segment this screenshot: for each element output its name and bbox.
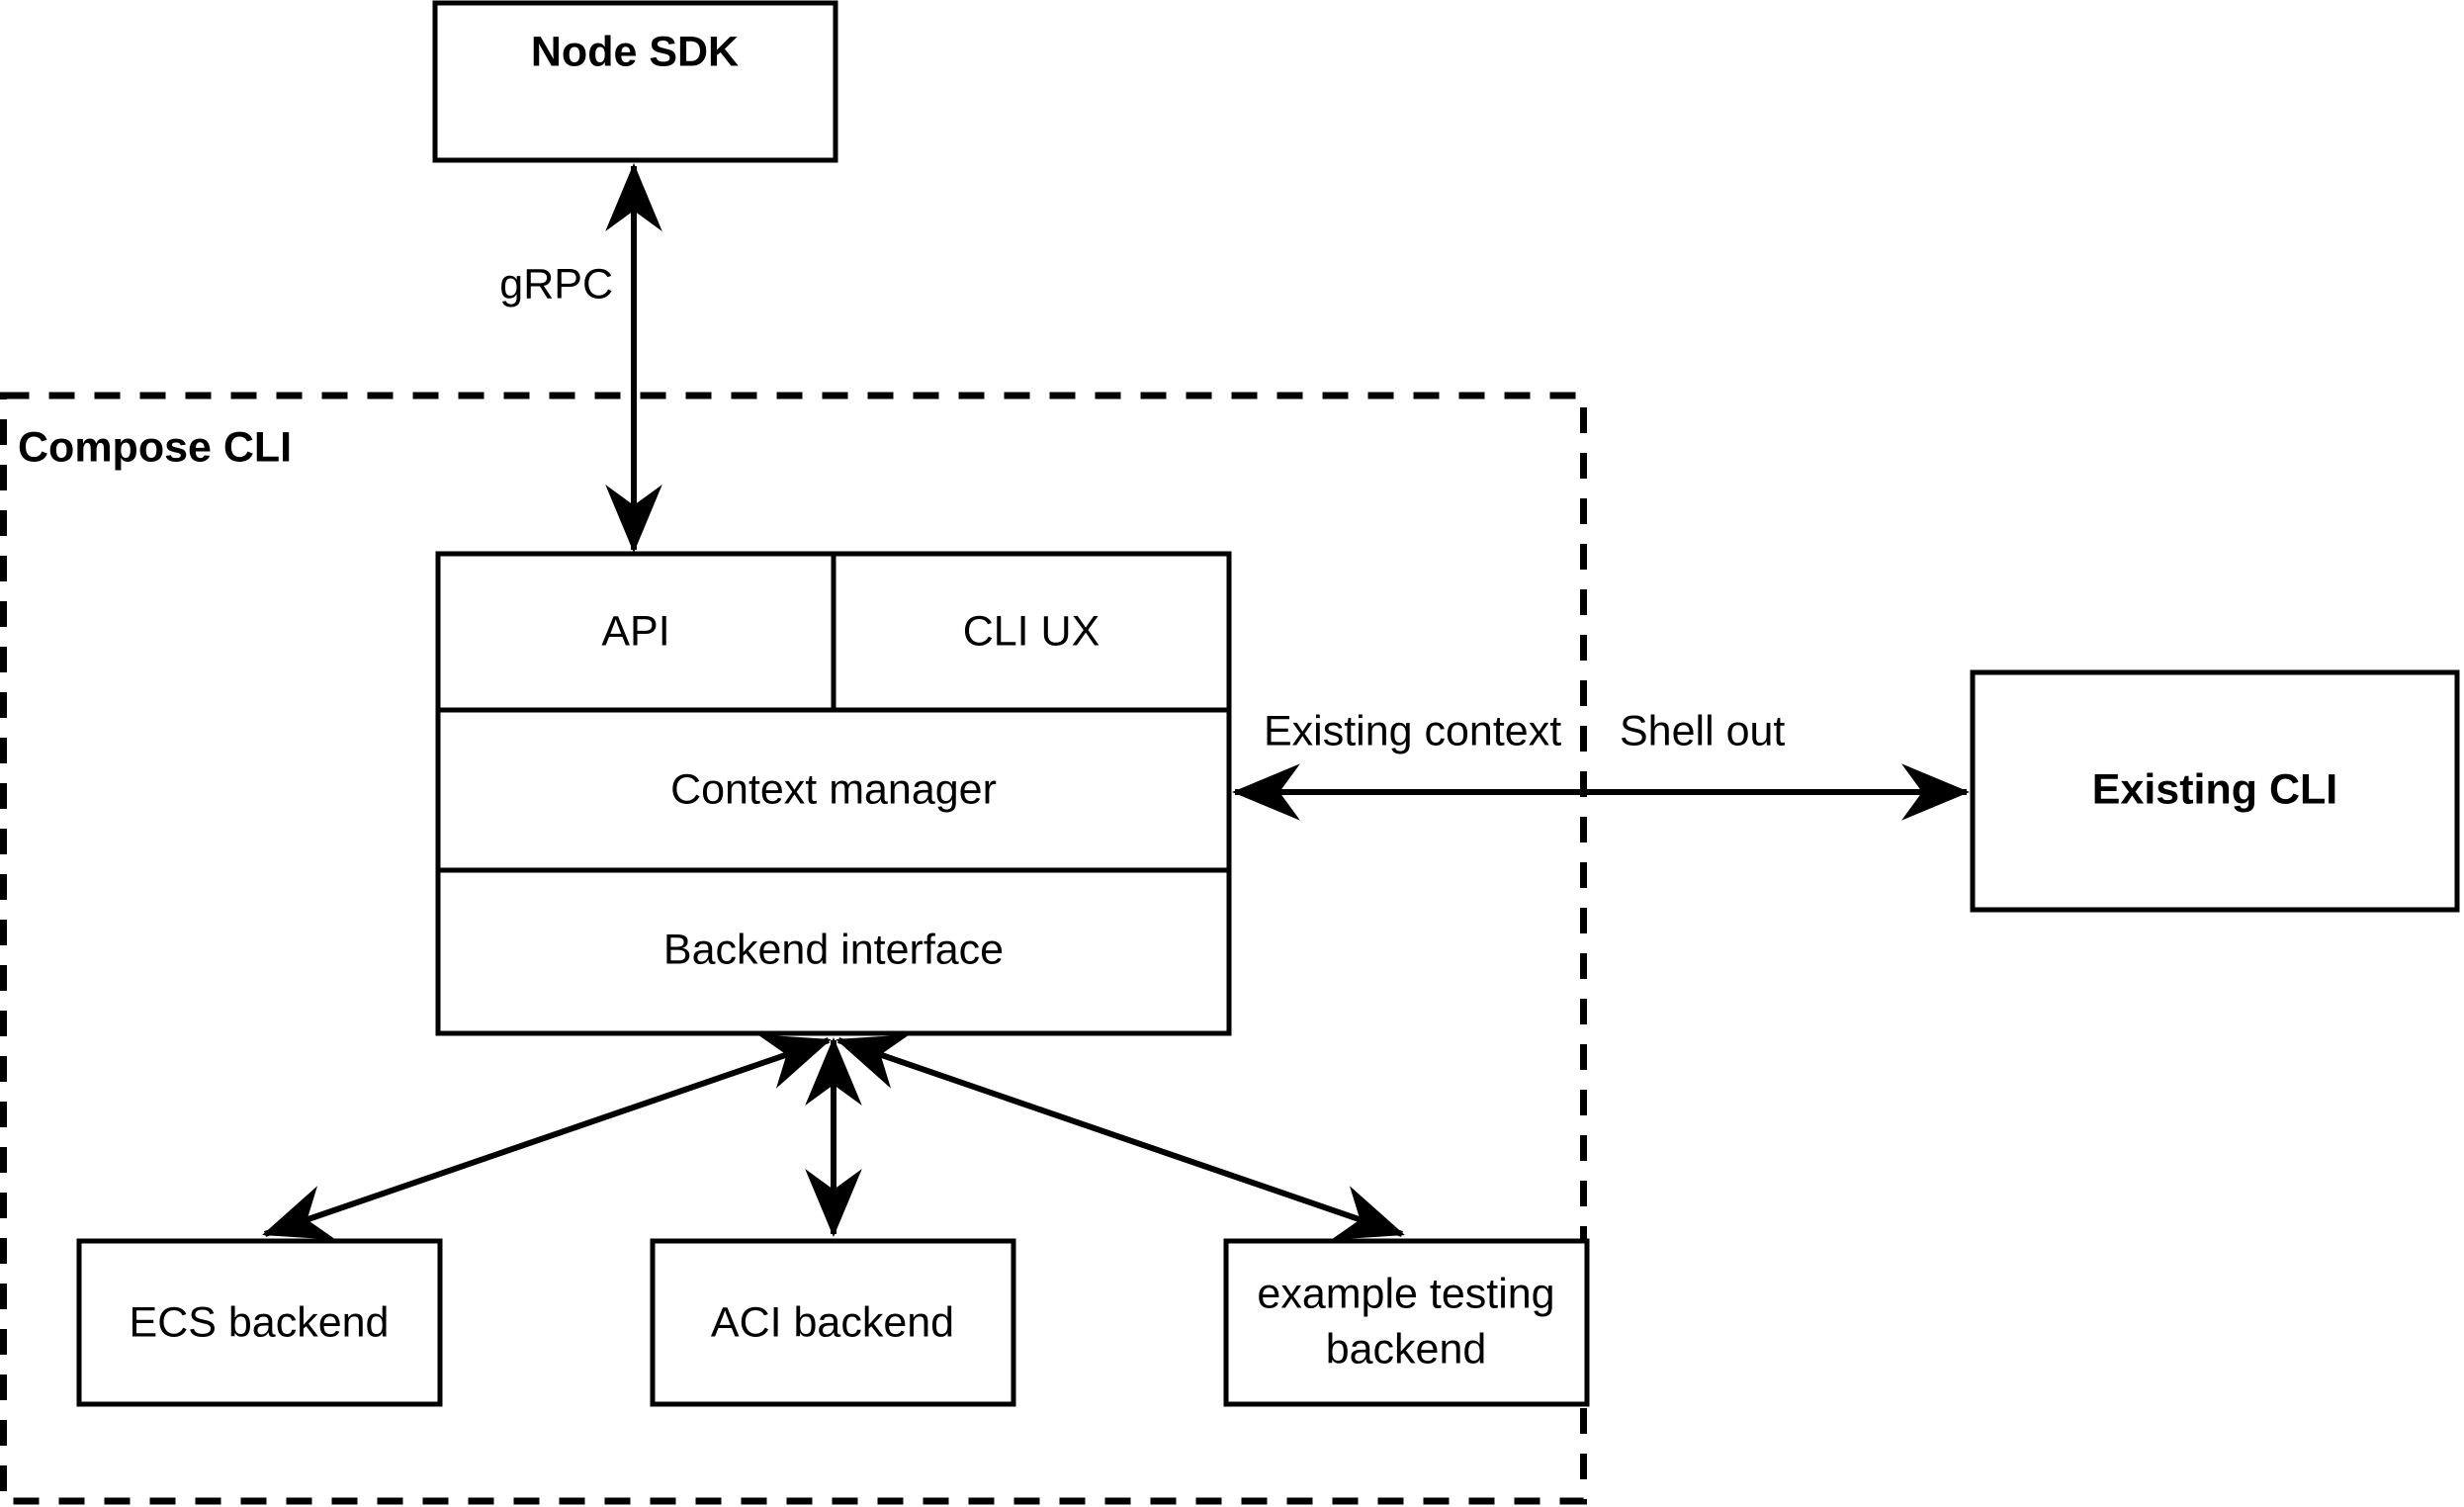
- backend-interface-label: Backend interface: [663, 926, 1004, 973]
- existing-cli-node: Existing CLI: [1970, 669, 2460, 913]
- compose-cli-group: Compose CLI: [0, 392, 1587, 1505]
- shell-out-edge-label: Shell out: [1620, 707, 1785, 754]
- compose-cli-group-label: Compose CLI: [18, 423, 292, 471]
- grpc-edge: gRPC: [499, 163, 662, 553]
- node-sdk-node: Node SDK: [432, 0, 838, 163]
- backend-edges: [262, 1034, 1405, 1240]
- ecs-backend-node: ECS backend: [76, 1238, 443, 1407]
- cli-core-stack: API CLI UX Context manager Backend inter…: [435, 551, 1232, 1036]
- ecs-backend-label: ECS backend: [130, 1298, 390, 1346]
- context-manager-label: Context manager: [670, 765, 997, 813]
- aci-backend-node: ACI backend: [650, 1238, 1016, 1407]
- existing-context-edge-label: Existing context: [1264, 707, 1561, 754]
- existing-cli-label: Existing CLI: [2092, 765, 2337, 813]
- aci-backend-label: ACI backend: [711, 1298, 954, 1346]
- existing-cli-edge: Existing context Shell out: [1232, 707, 1970, 821]
- example-testing-backend-label-line1: example testing: [1257, 1270, 1554, 1317]
- example-testing-backend-box: [1223, 1238, 1590, 1407]
- aci-backend-box: [650, 1238, 1016, 1407]
- node-sdk-box: [432, 0, 838, 163]
- example-testing-backend-node: example testing backend: [1223, 1238, 1590, 1407]
- grpc-edge-label: gRPC: [499, 260, 613, 308]
- cli-ux-label: CLI UX: [963, 607, 1100, 655]
- ecs-backend-arrow-line: [262, 1034, 832, 1240]
- api-label: API: [601, 607, 669, 655]
- existing-cli-box: [1970, 669, 2460, 913]
- ecs-backend-box: [76, 1238, 443, 1407]
- compose-cli-group-border: [0, 392, 1587, 1505]
- example-testing-backend-arrow-line: [836, 1034, 1405, 1240]
- example-testing-backend-label-line2: backend: [1326, 1325, 1487, 1373]
- node-sdk-label: Node SDK: [531, 28, 739, 75]
